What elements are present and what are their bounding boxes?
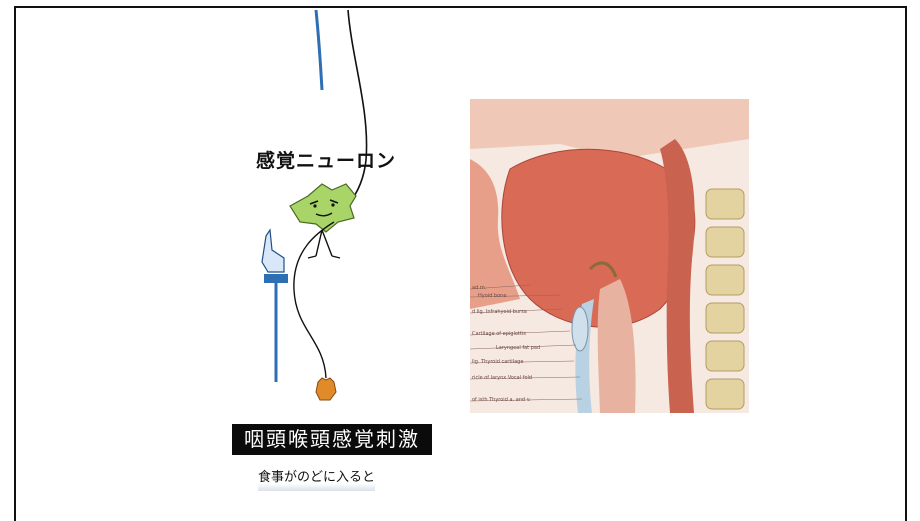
sensory-neuron-label: 感覚ニューロン [256, 146, 396, 173]
anatomy-drawing [470, 99, 749, 413]
anatomy-label: ricle of larynx Vocal fold [472, 375, 532, 381]
neuron-legs [308, 230, 340, 258]
blue-nerve-junction [264, 274, 288, 283]
axon-upper [348, 10, 367, 205]
blue-nerve-fiber-top [316, 10, 322, 90]
anatomy-label: Laryngeal fat pad [496, 345, 540, 351]
anatomy-label: ad m. [472, 285, 486, 291]
anatomy-label: Hyoid bone [478, 293, 506, 299]
anatomy-label: d lig. Infrahyoid bursa [472, 309, 527, 315]
stimulus-title: 咽頭喉頭感覚刺激 [232, 424, 432, 455]
anatomy-label: Cartilage of epiglottis [472, 331, 526, 337]
receptor-hand-icon [316, 378, 336, 400]
anatomy-label: lig. Thyroid cartilage [472, 359, 523, 365]
neuron-eye-right [331, 203, 334, 206]
anatomy-label: of isth Thyroid a. and v. [472, 397, 531, 403]
sensory-neuron-cell [290, 184, 356, 232]
pointing-hand-icon [262, 230, 284, 272]
stimulus-caption: 食事がのどに入ると [258, 466, 375, 491]
pharynx-larynx-anatomy-illustration: ad m. Hyoid bone d lig. Infrahyoid bursa… [470, 99, 749, 413]
neuron-eye-left [313, 204, 316, 207]
